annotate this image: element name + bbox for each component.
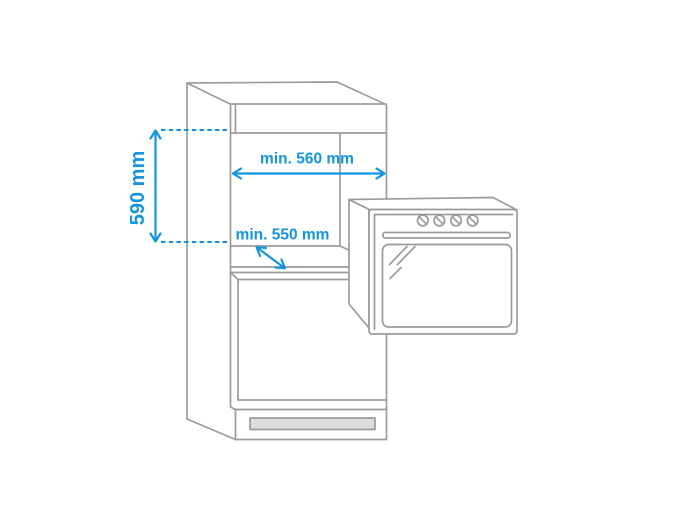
dim-height <box>149 128 227 244</box>
oven-body-left-face <box>348 198 370 329</box>
oven-door-glass <box>381 243 513 328</box>
oven-body <box>348 196 518 329</box>
dim-width-label: min. 560 mm <box>260 151 354 168</box>
oven-knobs <box>416 214 479 227</box>
glass-reflection-line <box>396 245 416 266</box>
dim-height-label: 590 mm <box>127 151 149 226</box>
dimension-annotations <box>149 128 386 270</box>
oven-knob <box>466 214 479 227</box>
oven-knob <box>433 214 446 227</box>
cabinet-side-panel-bottom-edge <box>186 418 237 441</box>
glass-reflection-line <box>389 266 402 280</box>
dim-depth-label: min. 550 mm <box>236 227 330 244</box>
door-top-left-chamfer <box>229 271 239 281</box>
glass-reflection-line <box>388 245 408 266</box>
oven-drawing <box>348 196 518 335</box>
oven-knob <box>449 214 463 227</box>
oven-handle <box>382 231 511 239</box>
cabinet-top-face <box>186 81 386 105</box>
oven-body-top-face <box>348 196 518 211</box>
oven-knob <box>416 214 429 227</box>
oven-front-panel-inner-frame <box>373 213 514 330</box>
cabinet-front-left-chamfer <box>229 406 237 411</box>
oven-door <box>381 243 513 328</box>
cabinet-plinth <box>234 408 388 441</box>
dim-depth-arrow <box>255 246 287 270</box>
vent-grille <box>249 417 376 431</box>
